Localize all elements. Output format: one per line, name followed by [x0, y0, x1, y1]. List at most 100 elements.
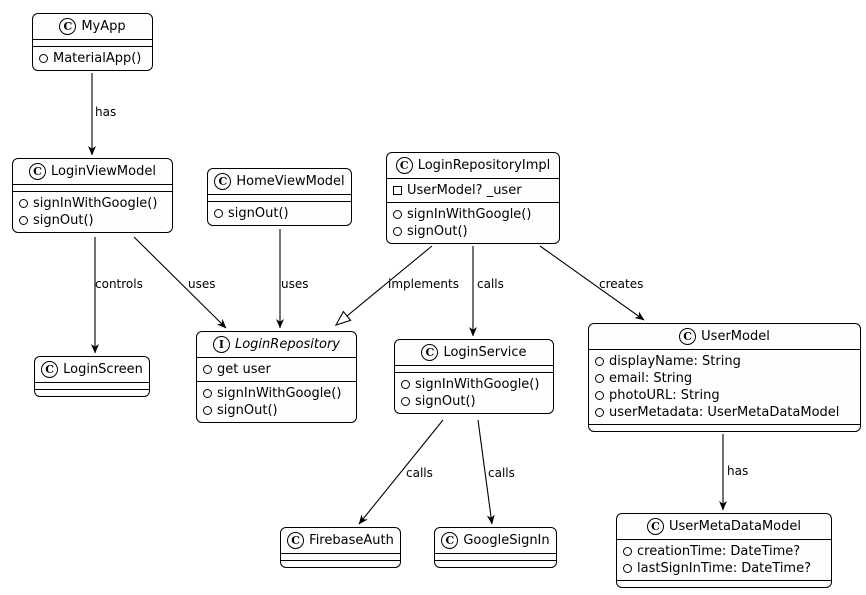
class-firebaseauth: C FirebaseAuth — [280, 527, 401, 568]
method-row: signOut() — [203, 402, 350, 419]
field-row: UserModel? _user — [393, 182, 553, 199]
class-spot-icon: C — [59, 18, 77, 35]
class-spot-icon: C — [679, 328, 697, 345]
edge-calls-loginservice-googlesignin — [477, 419, 495, 525]
method-row: signInWithGoogle() — [19, 195, 166, 212]
methods-section — [589, 424, 860, 431]
class-title: C LoginScreen — [35, 357, 149, 382]
member-text: lastSignInTime: DateTime? — [637, 561, 811, 576]
edge-label: calls — [488, 466, 515, 480]
field-row: photoURL: String — [595, 387, 854, 404]
member-text: signInWithGoogle() — [217, 386, 342, 401]
edge-label: uses — [188, 277, 216, 291]
class-loginviewmodel: C LoginViewModel signInWithGoogle() sign… — [12, 158, 173, 233]
methods-section — [617, 580, 831, 587]
edge-label: controls — [95, 277, 143, 291]
class-name: LoginScreen — [63, 361, 143, 377]
fields-section — [281, 553, 400, 560]
class-loginservice: C LoginService signInWithGoogle() signOu… — [394, 339, 554, 414]
class-name: LoginRepositoryImpl — [417, 157, 551, 173]
square-icon — [393, 186, 402, 195]
fields-section — [35, 382, 149, 389]
class-name: HomeViewModel — [236, 173, 345, 189]
circle-icon — [39, 54, 48, 63]
member-text: signOut() — [33, 213, 94, 228]
class-title: C UserModel — [589, 324, 860, 349]
circle-icon — [401, 397, 410, 406]
circle-icon — [203, 389, 212, 398]
member-text: signOut() — [228, 206, 289, 221]
field-row: get user — [203, 361, 350, 378]
methods-section: MaterialApp() — [33, 46, 152, 70]
class-googlesignin: C GoogleSignIn — [434, 527, 557, 568]
class-title: C GoogleSignIn — [435, 528, 556, 553]
edge-uses-loginviewmodel-loginrepository — [133, 236, 227, 329]
method-row: signOut() — [19, 212, 166, 229]
method-row: signOut() — [214, 205, 345, 222]
fields-section — [435, 553, 556, 560]
class-spot-icon: C — [395, 157, 413, 174]
edge-label: calls — [406, 466, 433, 480]
edge-label: has — [727, 464, 749, 478]
class-title: C LoginService — [395, 340, 553, 365]
method-row: signInWithGoogle() — [393, 206, 553, 223]
fields-section — [33, 39, 152, 46]
class-spot-icon: C — [287, 532, 305, 549]
class-homeviewmodel: C HomeViewModel signOut() — [207, 168, 352, 226]
class-loginrepositoryimpl: C LoginRepositoryImpl UserModel? _user s… — [386, 152, 560, 244]
edge-label: has — [95, 105, 117, 119]
member-text: signInWithGoogle() — [415, 377, 540, 392]
fields-section — [208, 194, 351, 201]
member-text: email: String — [609, 371, 693, 386]
class-spot-icon: C — [647, 518, 664, 535]
fields-section: displayName: String email: String photoU… — [589, 349, 860, 424]
circle-icon — [203, 365, 212, 374]
field-row: creationTime: DateTime? — [623, 543, 825, 560]
class-usermetadatamodel: C UserMetaDataModel creationTime: DateTi… — [616, 513, 832, 588]
edge-creates-loginrepositoryimpl-usermodel — [539, 245, 645, 321]
field-row: lastSignInTime: DateTime? — [623, 560, 825, 577]
interface-spot-icon: I — [212, 336, 230, 353]
class-name: GoogleSignIn — [463, 532, 550, 548]
fields-section — [13, 184, 172, 191]
class-title: I LoginRepository — [197, 332, 356, 357]
circle-icon — [19, 216, 28, 225]
class-name: MyApp — [81, 18, 126, 34]
edge-label: calls — [477, 277, 504, 291]
circle-icon — [595, 391, 604, 400]
circle-icon — [393, 210, 402, 219]
class-name: LoginRepository — [234, 336, 340, 352]
class-title: C MyApp — [33, 14, 152, 39]
edge-calls-loginservice-firebaseauth — [358, 419, 444, 525]
class-spot-icon: C — [421, 344, 439, 361]
circle-icon — [595, 374, 604, 383]
member-text: photoURL: String — [609, 388, 720, 403]
member-text: signInWithGoogle() — [407, 207, 532, 222]
methods-section — [435, 560, 556, 567]
class-title: C UserMetaDataModel — [617, 514, 831, 539]
methods-section: signInWithGoogle() signOut() — [197, 381, 356, 422]
circle-icon — [393, 227, 402, 236]
methods-section: signInWithGoogle() signOut() — [13, 191, 172, 232]
class-name: LoginService — [443, 344, 527, 360]
edge-label: creates — [599, 277, 644, 291]
methods-section — [281, 560, 400, 567]
methods-section: signInWithGoogle() signOut() — [395, 372, 553, 413]
fields-section — [395, 365, 553, 372]
class-name: FirebaseAuth — [309, 532, 394, 548]
member-text: signInWithGoogle() — [33, 196, 158, 211]
class-spot-icon: C — [214, 173, 232, 190]
member-text: displayName: String — [609, 354, 741, 369]
member-text: get user — [217, 362, 271, 377]
method-row: signInWithGoogle() — [203, 385, 350, 402]
edge-label: uses — [281, 277, 309, 291]
interface-loginrepository: I LoginRepository get user signInWithGoo… — [196, 331, 357, 423]
methods-section: signOut() — [208, 201, 351, 225]
circle-icon — [623, 564, 632, 573]
method-row: MaterialApp() — [39, 50, 146, 67]
class-title: C FirebaseAuth — [281, 528, 400, 553]
class-usermodel: C UserModel displayName: String email: S… — [588, 323, 861, 432]
member-text: signOut() — [415, 394, 476, 409]
class-name: UserModel — [701, 328, 770, 344]
